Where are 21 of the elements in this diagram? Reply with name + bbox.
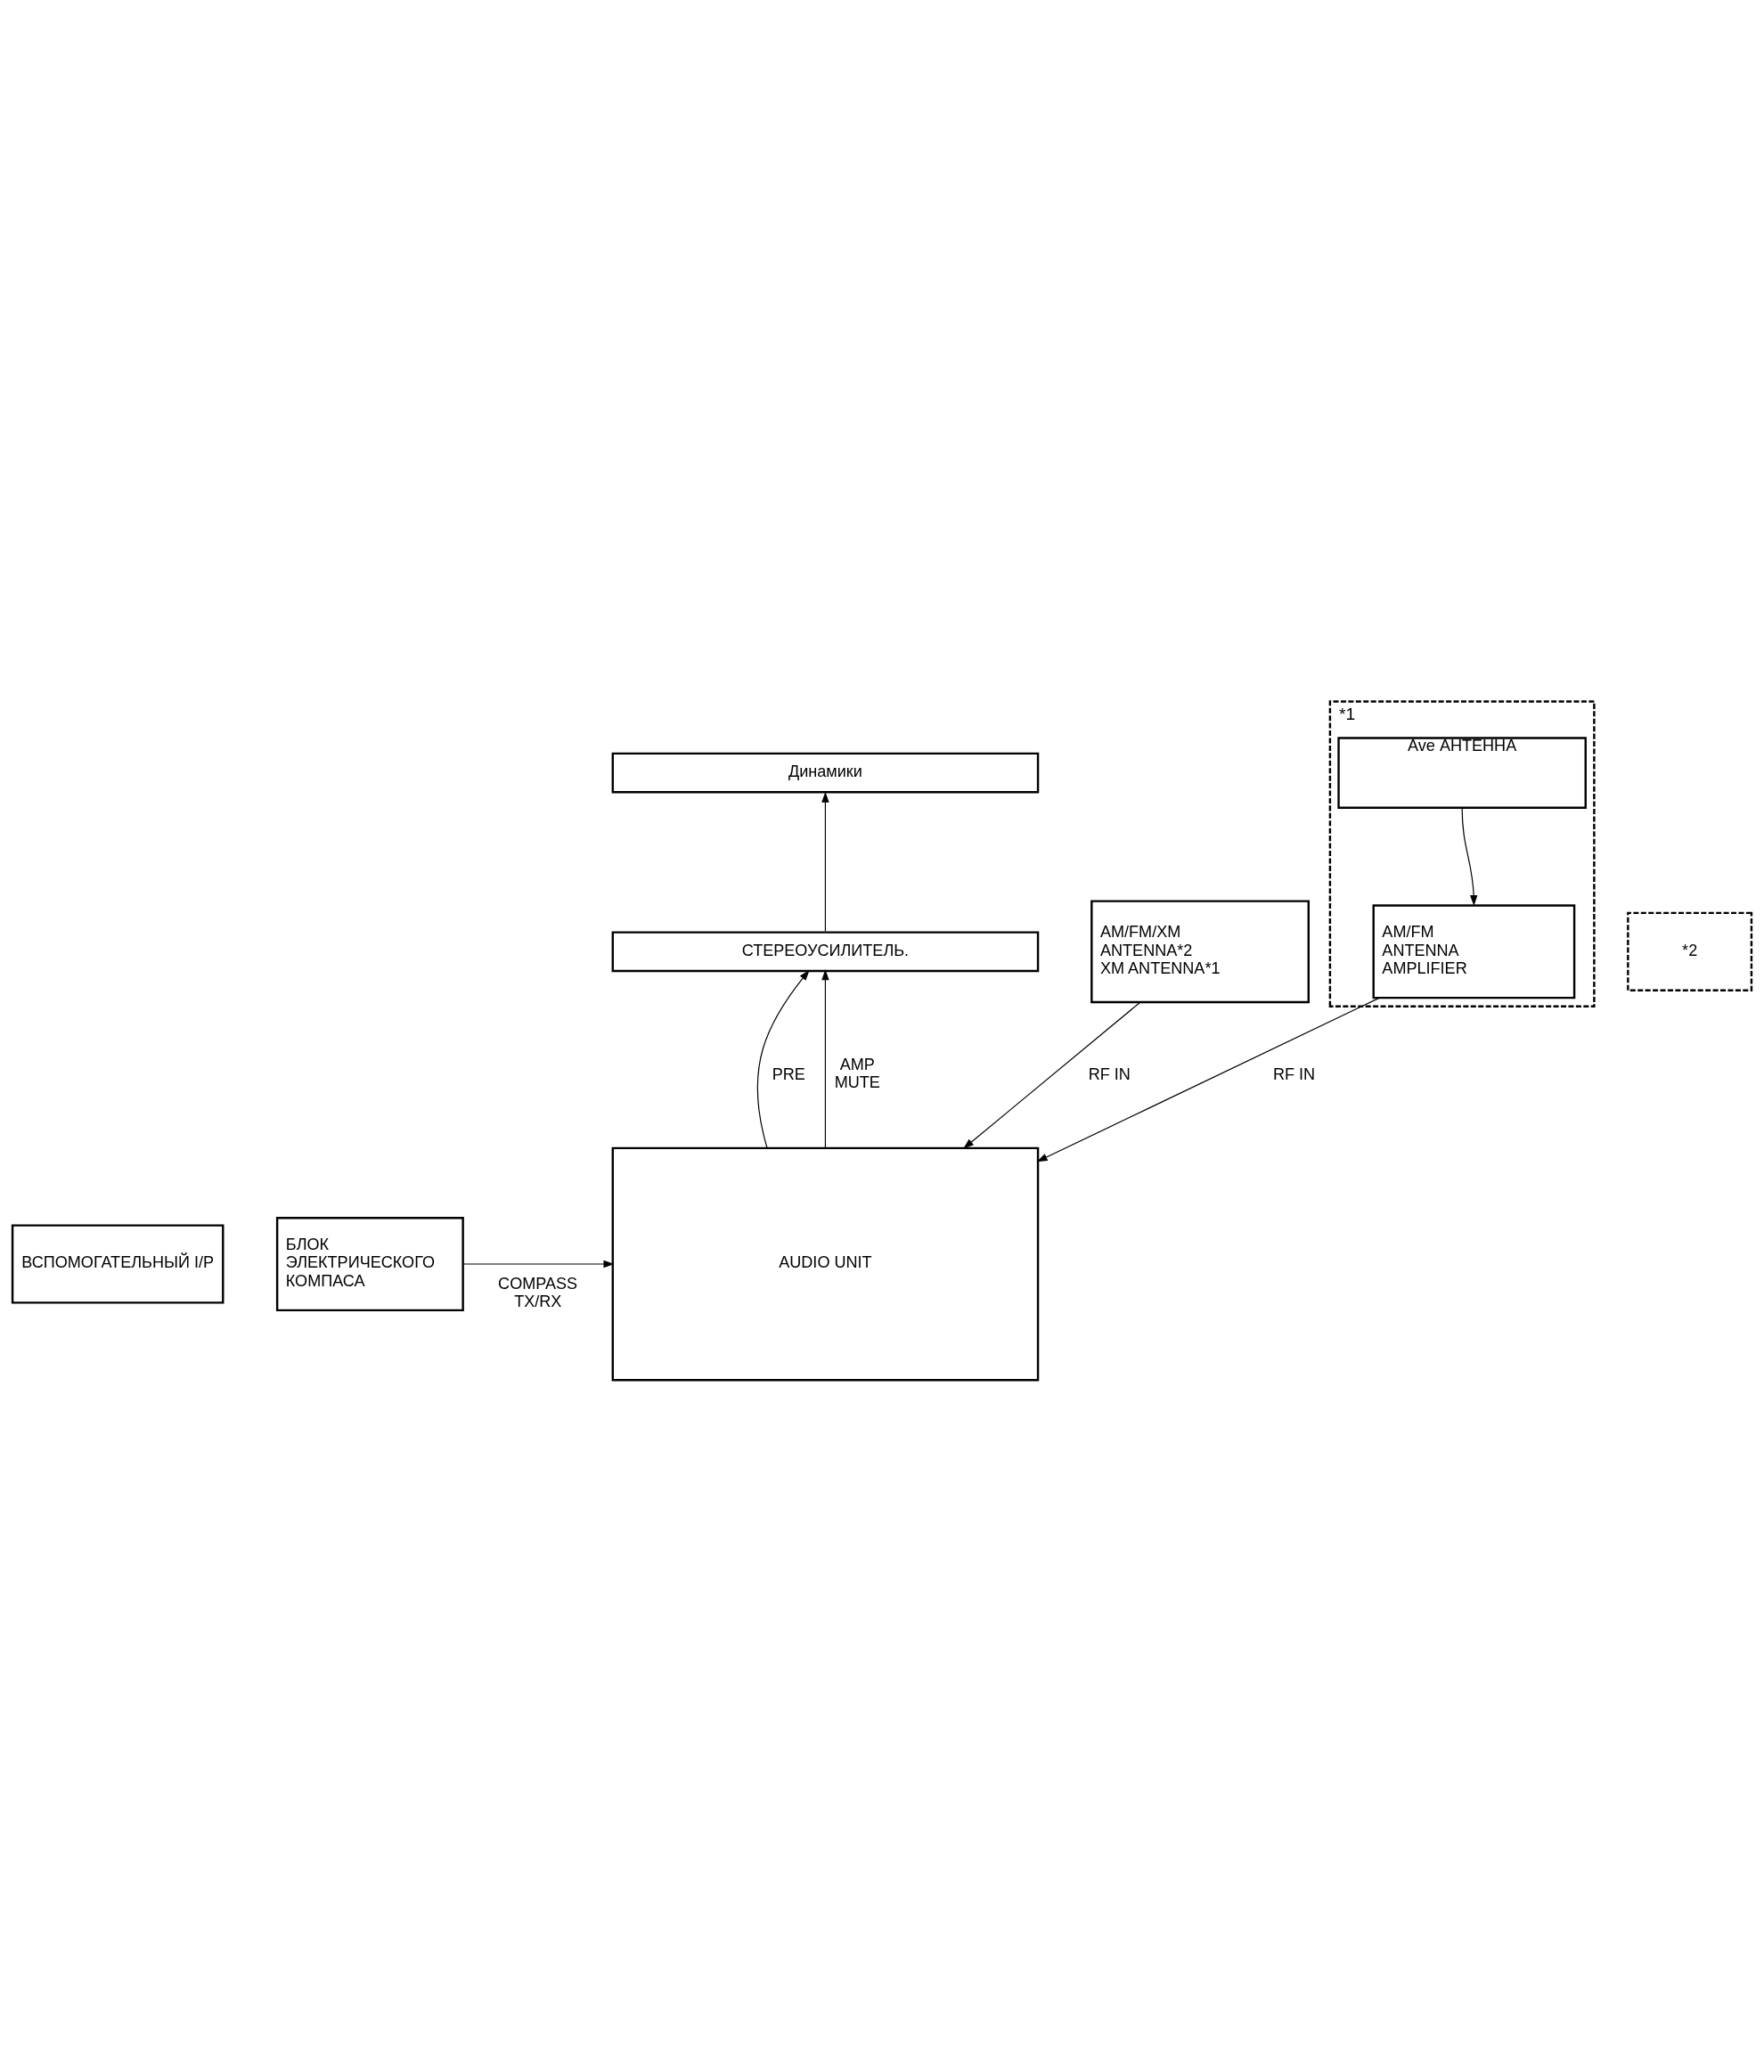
edge-label: COMPASS TX/RX	[498, 1274, 578, 1310]
node-box: *2	[1627, 911, 1753, 991]
node-box: AM/FM/XM ANTENNA*2 XM ANTENNA*1	[1090, 899, 1310, 1003]
node-box: AUDIO UNIT	[611, 1146, 1040, 1381]
edge-label: PRE	[772, 1065, 805, 1083]
arrow	[756, 969, 810, 1148]
arrow	[963, 1001, 1141, 1149]
arrow	[1036, 997, 1381, 1162]
edge-label: AMP MUTE	[834, 1055, 880, 1091]
node-box: Динамики	[611, 752, 1040, 793]
node-box: AM/FM ANTENNA AMPLIFIER	[1372, 903, 1576, 999]
node-box: БЛОК ЭЛЕКТРИЧЕСКОГО КОМПАСА	[275, 1216, 464, 1311]
node-box: Ave АНТЕННА	[1337, 736, 1587, 809]
arrow	[462, 1260, 615, 1268]
edge-label: RF IN	[1273, 1065, 1316, 1083]
node-box: ВСПОМОГАТЕЛЬНЫЙ I/P	[11, 1223, 225, 1304]
arrow	[1461, 806, 1478, 906]
arrow	[821, 968, 829, 1148]
node-box: СТЕРЕОУСИЛИТЕЛЬ.	[611, 930, 1040, 972]
arrow	[821, 791, 829, 932]
edge-label: RF IN	[1088, 1065, 1131, 1083]
